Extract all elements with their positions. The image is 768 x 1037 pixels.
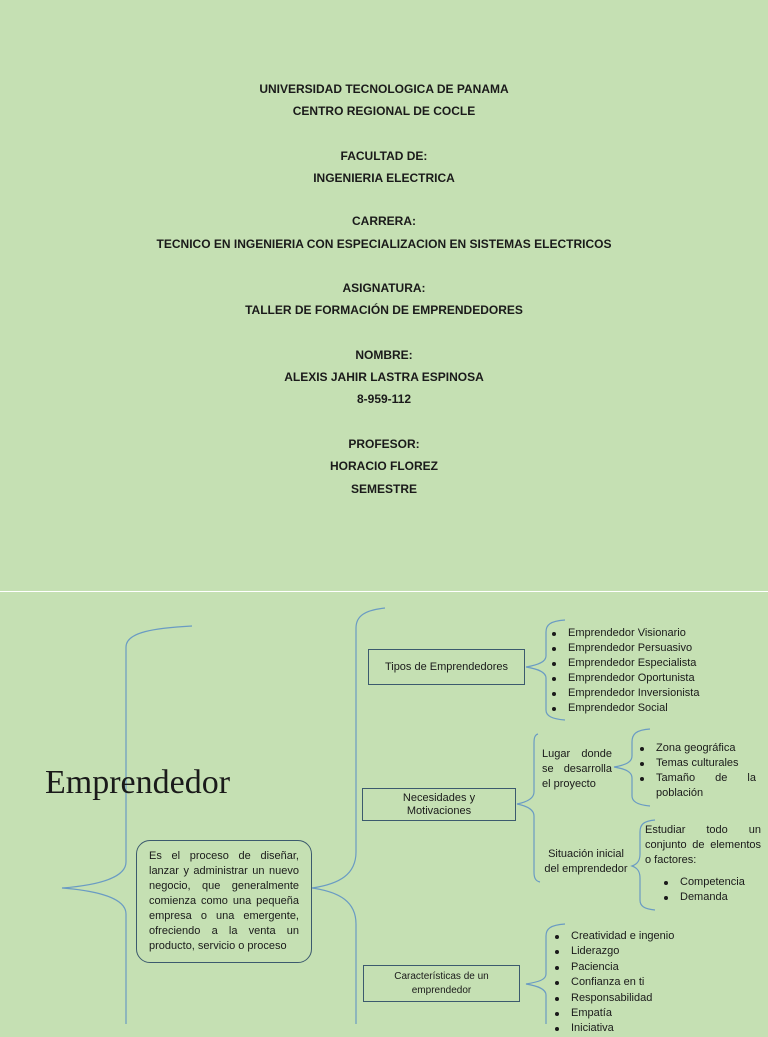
- mind-map: Emprendedor Es el proceso de diseñar, la…: [0, 592, 768, 1034]
- list-item: Emprendedor Visionario: [548, 626, 748, 641]
- mind-map-connectors: [61, 607, 656, 1024]
- lugar-label: Lugar donde se desarrolla el proyecto: [542, 748, 612, 790]
- caracteristicas-label: Características de un emprendedor: [394, 970, 489, 996]
- career-heading: CARRERA:: [352, 214, 416, 228]
- student-id: 8-959-112: [356, 392, 412, 406]
- caracteristicas-list: Creatividad e ingenio Liderazgo Pacienci…: [551, 929, 751, 1037]
- category-brace: [311, 607, 386, 1024]
- list-item: Paciencia: [551, 960, 751, 975]
- lugar-list: Zona geográfica Temas culturales Tamaño …: [636, 741, 756, 801]
- regional-center: CENTRO REGIONAL DE COCLE: [292, 104, 476, 118]
- caracteristicas-box: Características de un emprendedor: [363, 965, 520, 1002]
- situacion-list: Competencia Demanda: [660, 875, 760, 905]
- necesidades-box: Necesidades y Motivaciones: [362, 788, 516, 821]
- situacion-text: Estudiar todo un conjunto de elementos o…: [645, 824, 761, 866]
- definition-box: Es el proceso de diseñar, lanzar y admin…: [136, 840, 312, 963]
- professor-name: HORACIO FLOREZ: [330, 459, 438, 473]
- list-item: Responsabilidad: [551, 991, 751, 1006]
- caracteristicas-brace: [525, 923, 566, 1024]
- list-item: Creatividad e ingenio: [551, 929, 751, 944]
- subject-name: TALLER DE FORMACIÓN DE EMPRENDEDORES: [245, 303, 523, 317]
- definition-text: Es el proceso de diseñar, lanzar y admin…: [149, 850, 299, 952]
- page-divider: [0, 591, 768, 592]
- list-item: Emprendedor Persuasivo: [548, 641, 748, 656]
- tipos-box: Tipos de Emprendedores: [368, 649, 525, 685]
- situacion-label: Situación inicial del emprendedor: [544, 848, 628, 875]
- tipos-brace: [525, 619, 566, 721]
- main-brace: [61, 625, 193, 1024]
- list-item: Empatía: [551, 1006, 751, 1021]
- list-item: Zona geográfica: [636, 741, 756, 756]
- mind-map-title: Emprendedor: [45, 764, 231, 801]
- situacion-brace: [630, 819, 656, 911]
- list-item: Emprendedor Social: [548, 701, 748, 716]
- subject-heading: ASIGNATURA:: [342, 281, 426, 295]
- list-item: Emprendedor Oportunista: [548, 671, 748, 686]
- faculty-heading: FACULTAD DE:: [340, 149, 428, 163]
- faculty-name: INGENIERIA ELECTRICA: [313, 171, 455, 185]
- list-item: Emprendedor Inversionista: [548, 686, 748, 701]
- tipos-label: Tipos de Emprendedores: [384, 660, 509, 673]
- student-name: ALEXIS JAHIR LASTRA ESPINOSA: [284, 370, 484, 384]
- necesidades-label: Necesidades y Motivaciones: [402, 791, 476, 817]
- list-item: Tamaño de la población: [636, 771, 756, 801]
- list-item: Temas culturales: [636, 756, 756, 771]
- necesidades-brace: [516, 733, 541, 883]
- university-name: UNIVERSIDAD TECNOLOGICA DE PANAMA: [259, 82, 509, 96]
- tipos-list: Emprendedor Visionario Emprendedor Persu…: [548, 626, 748, 716]
- lugar-brace: [613, 728, 651, 807]
- semester-label: SEMESTRE: [350, 482, 417, 496]
- list-item: Emprendedor Especialista: [548, 656, 748, 671]
- career-name: TECNICO EN INGENIERIA CON ESPECIALIZACIO…: [156, 237, 612, 251]
- name-heading: NOMBRE:: [355, 348, 413, 362]
- list-item: Confianza en ti: [551, 975, 751, 990]
- list-item: Demanda: [660, 890, 760, 905]
- list-item: Competencia: [660, 875, 760, 890]
- professor-heading: PROFESOR:: [348, 437, 420, 451]
- list-item: Liderazgo: [551, 944, 751, 959]
- cover-page: UNIVERSIDAD TECNOLOGICA DE PANAMA CENTRO…: [156, 82, 612, 496]
